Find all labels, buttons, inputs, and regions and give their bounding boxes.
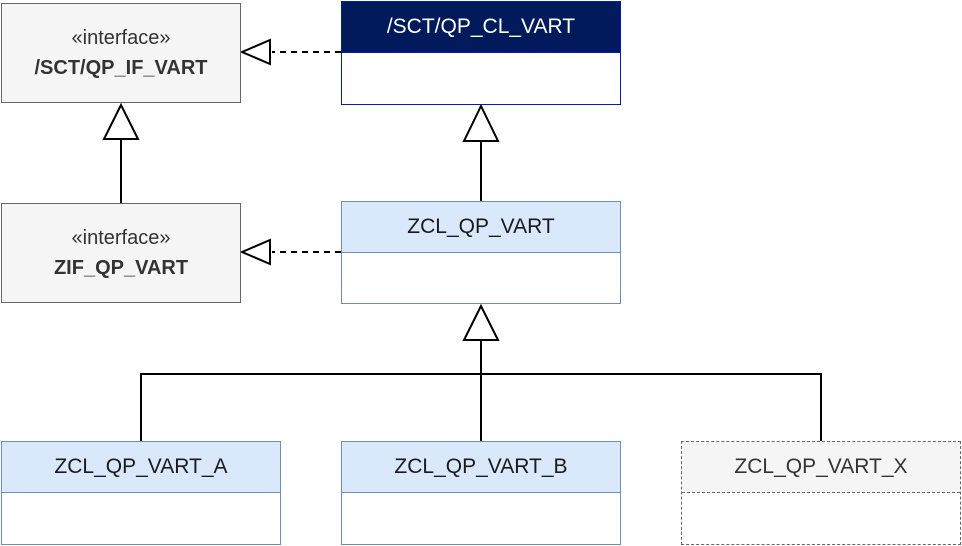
class-name: /SCT/QP_CL_VART <box>342 2 620 53</box>
generalization-arrowhead-subclasses <box>462 303 500 341</box>
realization-arrowhead-zif <box>239 238 271 266</box>
interface-zif-qp-vart[interactable]: «interface» ZIF_QP_VART <box>1 203 241 303</box>
class-name: ZCL_QP_VART_A <box>2 442 280 493</box>
class-sct-qp-cl-vart[interactable]: /SCT/QP_CL_VART <box>341 1 621 105</box>
class-name: ZCL_QP_VART <box>342 202 620 253</box>
realization-arrowhead-sct <box>239 38 271 66</box>
interface-name: ZIF_QP_VART <box>53 257 189 279</box>
generalization-arrowhead-interfaces <box>102 102 140 140</box>
interface-stereotype: «interface» <box>71 227 171 249</box>
class-zcl-qp-vart-b[interactable]: ZCL_QP_VART_B <box>341 441 621 545</box>
class-name: ZCL_QP_VART_B <box>342 442 620 493</box>
interface-sct-qp-if-vart[interactable]: «interface» /SCT/QP_IF_VART <box>1 3 241 103</box>
generalization-arrowhead-zcl <box>462 103 500 142</box>
class-zcl-qp-vart[interactable]: ZCL_QP_VART <box>341 201 621 304</box>
class-zcl-qp-vart-x[interactable]: ZCL_QP_VART_X <box>681 441 961 545</box>
interface-stereotype: «interface» <box>71 27 171 49</box>
class-zcl-qp-vart-a[interactable]: ZCL_QP_VART_A <box>1 441 281 545</box>
interface-name: /SCT/QP_IF_VART <box>34 57 208 79</box>
class-name: ZCL_QP_VART_X <box>682 442 960 493</box>
